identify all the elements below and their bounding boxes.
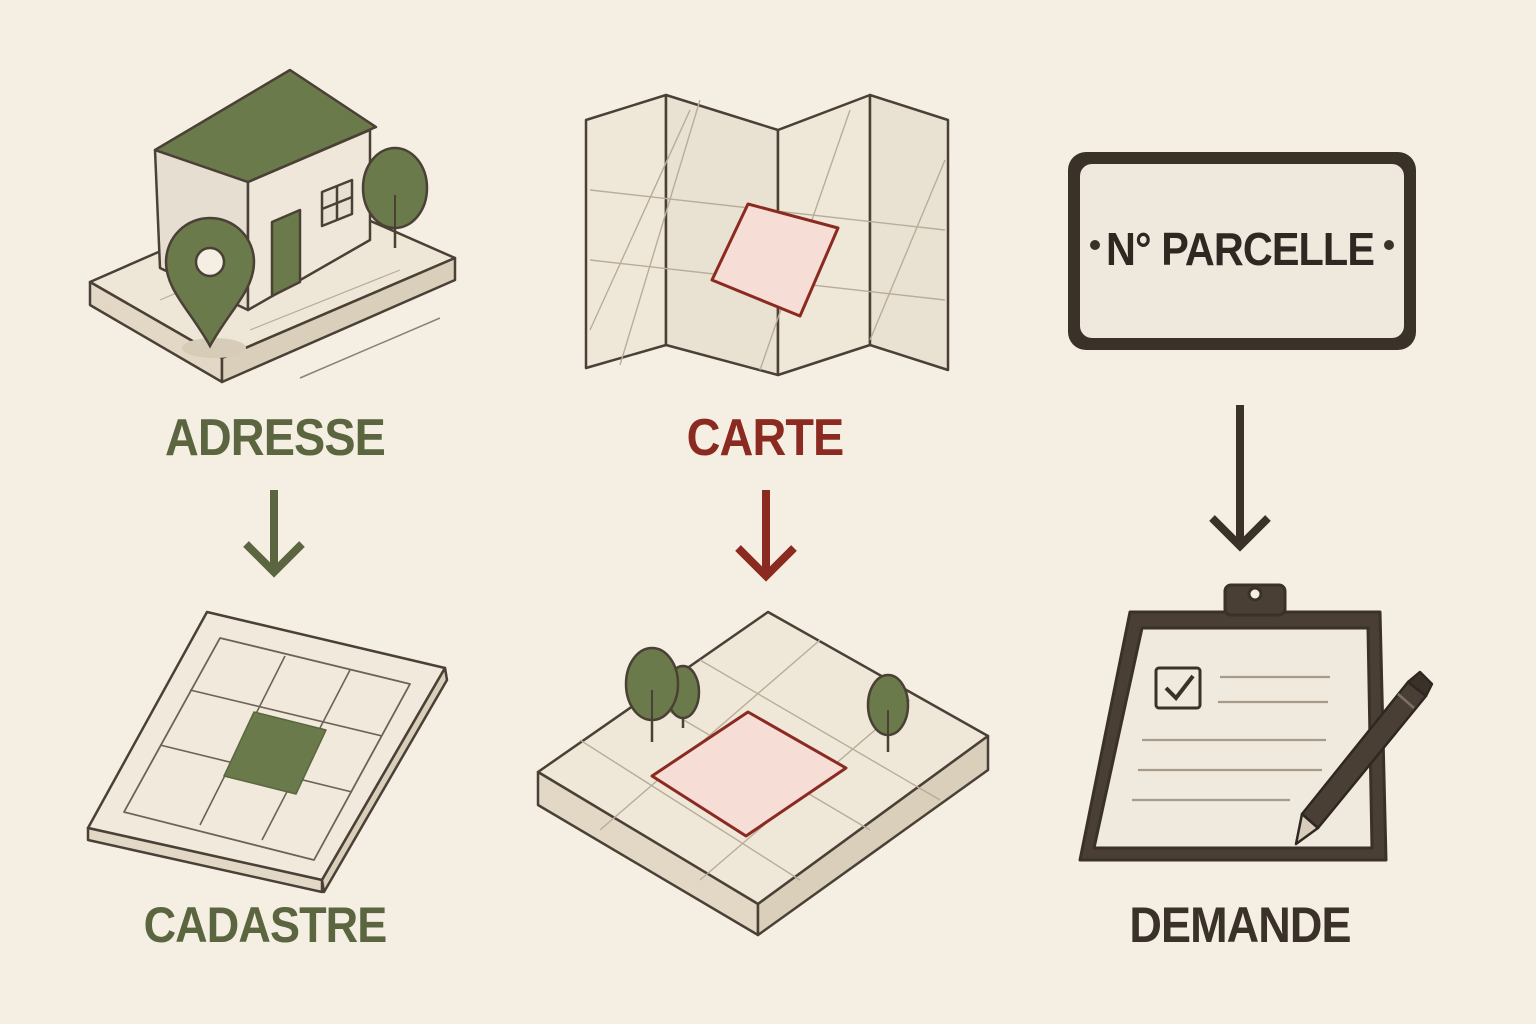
parcel-number-plate-icon bbox=[1068, 152, 1416, 350]
tree-icon bbox=[866, 673, 910, 752]
folded-map-icon bbox=[584, 93, 950, 377]
cadastre-plan-icon bbox=[86, 610, 449, 894]
pen-icon bbox=[1294, 670, 1434, 846]
terrain-parcel-icon bbox=[536, 610, 990, 937]
arrow-down-icon bbox=[735, 490, 797, 582]
request-label: DEMANDE bbox=[1129, 897, 1351, 953]
parcel-number-label: N° PARCELLE bbox=[1105, 223, 1375, 275]
checkbox-icon bbox=[1154, 666, 1202, 710]
map-label: CARTE bbox=[686, 409, 845, 467]
arrow-down-icon bbox=[243, 490, 305, 578]
tree-icon bbox=[624, 646, 701, 742]
arrow-down-icon bbox=[1209, 405, 1271, 552]
cadastre-label: CADASTRE bbox=[143, 897, 388, 953]
tree-icon bbox=[361, 146, 429, 248]
clipboard-icon bbox=[1078, 583, 1388, 862]
location-pin-icon bbox=[164, 216, 256, 358]
address-label: ADRESSE bbox=[165, 409, 386, 467]
